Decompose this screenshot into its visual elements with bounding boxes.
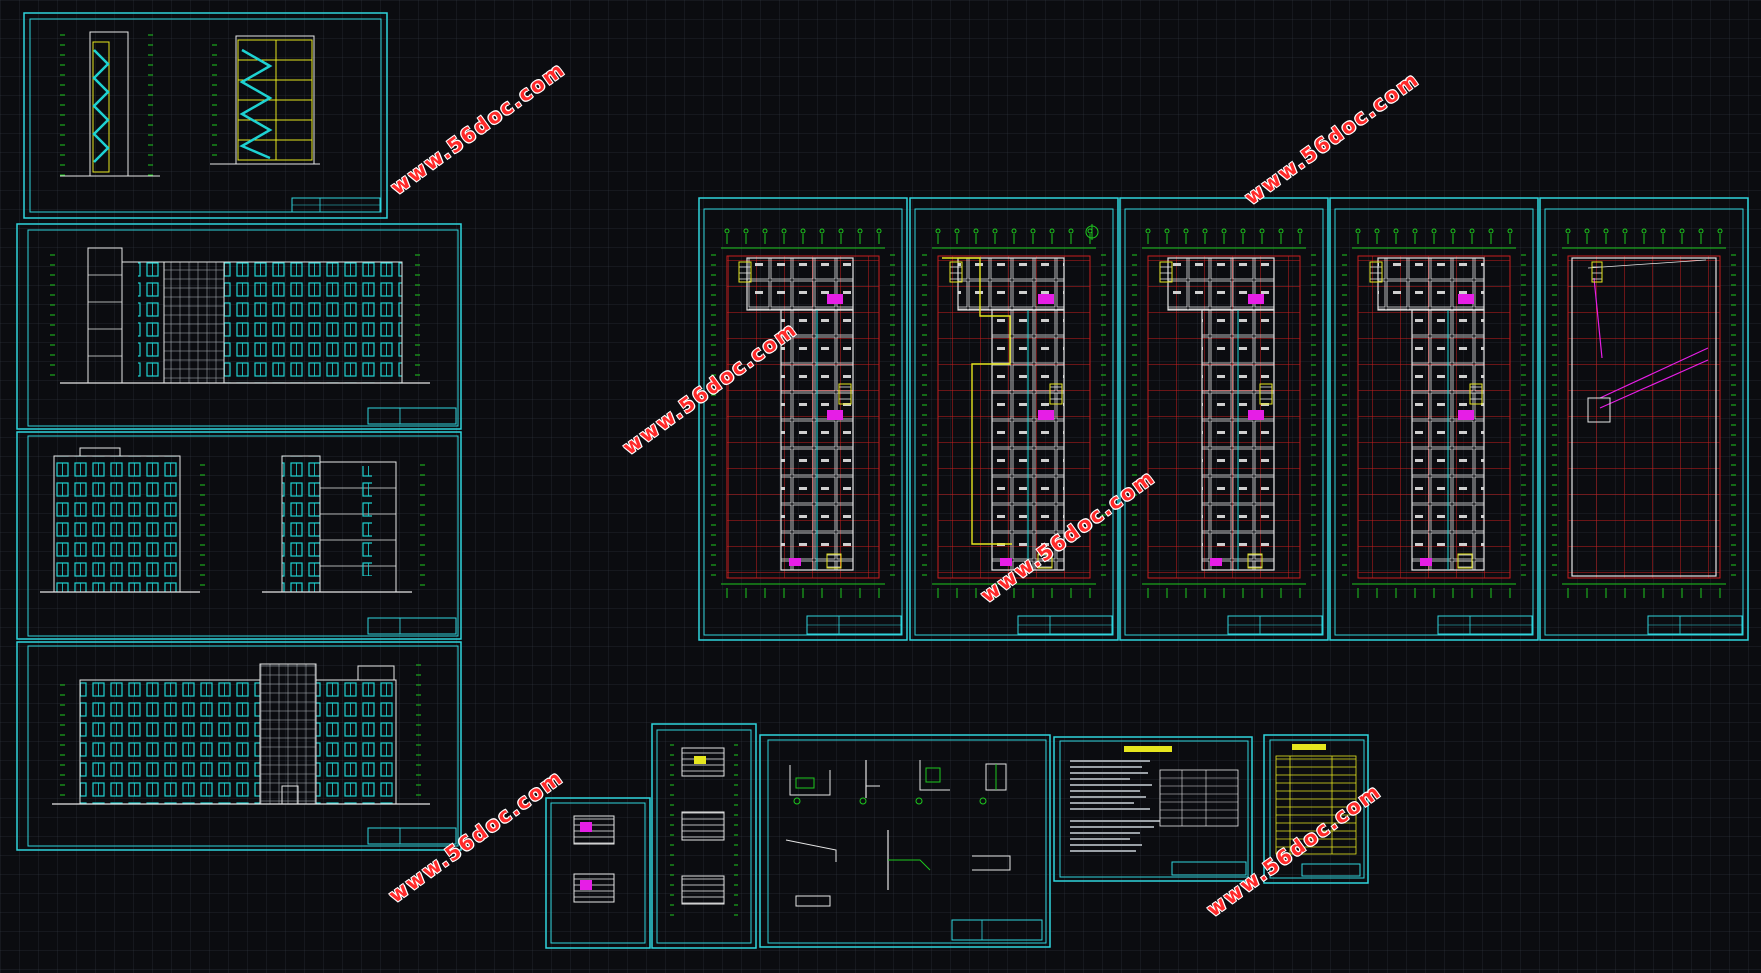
structural-grid xyxy=(1567,255,1721,579)
sheet-plan-3[interactable] xyxy=(1119,197,1329,641)
building-plan xyxy=(738,257,854,571)
axis-grid-lines xyxy=(1132,228,1316,598)
sheet-construction-details[interactable] xyxy=(759,734,1051,948)
sheet-plan-2[interactable] xyxy=(909,197,1119,641)
title-block xyxy=(951,919,1043,941)
detail-drawings xyxy=(785,760,1011,907)
title-block xyxy=(291,197,381,213)
index-table xyxy=(1275,744,1357,855)
axis-grid-lines xyxy=(1342,228,1526,598)
section-drawing-left xyxy=(60,31,160,177)
detail-drawing xyxy=(573,815,615,903)
roof-plan xyxy=(1571,257,1717,577)
title-block xyxy=(1017,615,1113,635)
side-elevation-left xyxy=(40,447,205,593)
sheet-elevation-sides[interactable] xyxy=(16,431,462,640)
title-block xyxy=(806,615,902,635)
detail-drawing xyxy=(670,744,738,924)
sheet-plan-roof[interactable] xyxy=(1539,197,1749,641)
section-drawing-right xyxy=(210,35,320,165)
building-plan xyxy=(1369,257,1485,571)
sheet-drawing-index[interactable] xyxy=(1263,734,1369,884)
axis-grid-lines xyxy=(711,228,895,598)
axis-grid-lines xyxy=(922,228,1106,598)
notes-text-block xyxy=(1070,746,1239,852)
title-block xyxy=(1647,615,1743,635)
sheet-stair-detail-small[interactable] xyxy=(545,797,651,949)
sheet-stair-detail-tall[interactable] xyxy=(651,723,757,949)
side-elevation-right xyxy=(262,455,425,593)
front-elevation-drawing xyxy=(52,663,430,805)
sheet-design-notes[interactable] xyxy=(1053,736,1253,882)
north-arrow-icon xyxy=(1085,224,1099,240)
elevation-drawing xyxy=(50,247,430,384)
title-block xyxy=(1227,615,1323,635)
title-block xyxy=(367,617,457,635)
sheet-plan-1[interactable] xyxy=(698,197,908,641)
building-plan xyxy=(1159,257,1275,571)
axis-grid-lines xyxy=(1552,228,1736,598)
sheet-elevation-front[interactable] xyxy=(16,641,462,851)
title-block xyxy=(1171,861,1247,876)
title-block xyxy=(367,827,457,845)
title-block xyxy=(1301,863,1361,877)
title-block xyxy=(1437,615,1533,635)
sheet-section[interactable] xyxy=(23,12,388,219)
sheet-plan-4[interactable] xyxy=(1329,197,1539,641)
floor-plans-group xyxy=(698,197,1749,641)
title-block xyxy=(367,407,457,425)
building-plan xyxy=(942,257,1065,571)
sheet-elevation-rear[interactable] xyxy=(16,223,462,430)
